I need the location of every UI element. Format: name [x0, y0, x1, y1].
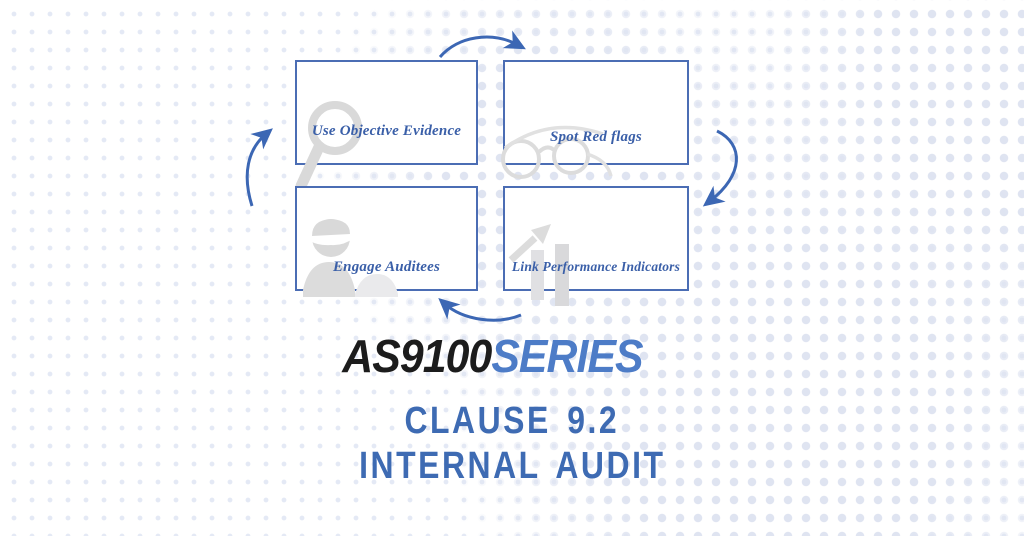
cycle-step-label: Engage Auditees: [332, 259, 441, 275]
clause-heading: CLAUSE 9.2 INTERNAL AUDIT: [0, 399, 1024, 489]
clause-number: CLAUSE 9.2: [404, 400, 620, 442]
brand-series: SERIES: [490, 330, 643, 382]
cycle-step-spot-red-flags: Spot Red flags: [501, 60, 689, 179]
cycle-step-label: Use Objective Evidence: [311, 123, 462, 139]
clause-name: INTERNAL AUDIT: [358, 445, 666, 487]
brand-title: AS9100SERIES: [0, 329, 984, 383]
brand-as9100: AS9100: [341, 330, 492, 382]
cycle-step-label: Link Performance Indicators: [511, 259, 681, 274]
cycle-step-engage-auditees: Engage Auditees: [295, 186, 478, 297]
cycle-step-use-objective-evidence: Use Objective Evidence: [295, 60, 478, 192]
cycle-step-label: Spot Red flags: [550, 129, 642, 145]
auditor-person-icon: [303, 219, 398, 297]
cycle-step-link-performance-indicators: Link Performance Indicators: [503, 186, 689, 306]
